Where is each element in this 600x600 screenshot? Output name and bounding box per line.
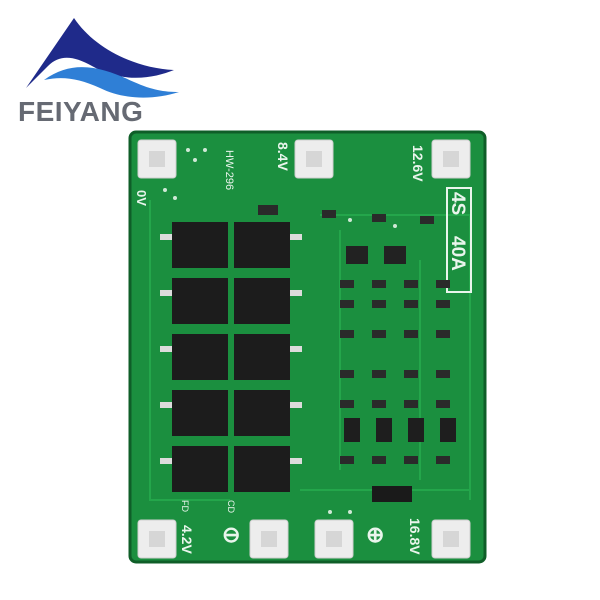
mosfet-row-2	[160, 278, 302, 324]
label-current: 40A	[447, 236, 468, 271]
bottom-pads	[137, 519, 471, 559]
mosfet-row-1	[160, 222, 302, 268]
label-model: HW-296	[223, 150, 235, 190]
pcb-board-edge	[128, 130, 487, 564]
label-4v2: 4.2V	[179, 525, 195, 554]
mosfet-row-5	[160, 446, 302, 492]
wave-swoosh-logo-icon	[26, 18, 174, 88]
label-cells: 4S	[447, 192, 468, 215]
wave-swoosh-highlight	[44, 67, 179, 98]
brand-name: FEIYANG	[18, 96, 144, 127]
label-cd: CD	[226, 500, 236, 513]
top-pads	[137, 139, 471, 179]
label-16v8: 16.8V	[407, 518, 423, 555]
label-fd: FD	[180, 500, 190, 512]
label-minus: ⊖	[222, 522, 240, 547]
mosfet-row-4	[160, 390, 302, 436]
label-plus: ⊕	[366, 522, 384, 547]
smd-components	[258, 205, 456, 502]
mosfet-row-3	[160, 334, 302, 380]
mosfet-array	[160, 222, 302, 492]
label-12v6: 12.6V	[410, 145, 426, 182]
rating-box	[446, 187, 472, 293]
feiyang-logo	[26, 18, 179, 98]
pcb-traces	[149, 200, 471, 501]
pcb-vias	[163, 148, 397, 514]
label-8v4: 8.4V	[275, 142, 291, 171]
label-0v: 0V	[134, 190, 149, 206]
